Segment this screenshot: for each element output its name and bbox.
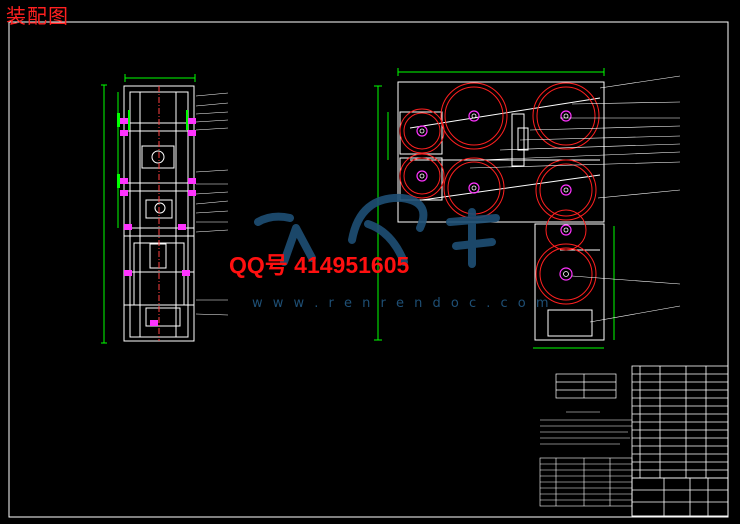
front-view-hub-bores — [419, 113, 569, 277]
tech-requirements-table — [555, 373, 617, 399]
front-view-leaders — [469, 75, 681, 323]
drawing-frame — [8, 21, 729, 518]
tech-requirements-text — [540, 411, 632, 445]
watermark-qq: QQ号 414951605 — [229, 252, 410, 278]
watermark-logo — [254, 193, 500, 268]
parts-list — [539, 457, 633, 507]
watermark-site: w w w . r e n r e n d o c . c o m — [252, 296, 552, 311]
title-block — [631, 365, 729, 517]
side-view-shafts — [117, 110, 188, 188]
side-view — [101, 74, 196, 344]
side-view-hubs — [120, 118, 196, 326]
drawing-title: 装配图 — [6, 4, 69, 28]
front-view-hubs — [416, 110, 573, 281]
side-view-leaders — [195, 92, 229, 316]
front-view — [374, 68, 615, 349]
